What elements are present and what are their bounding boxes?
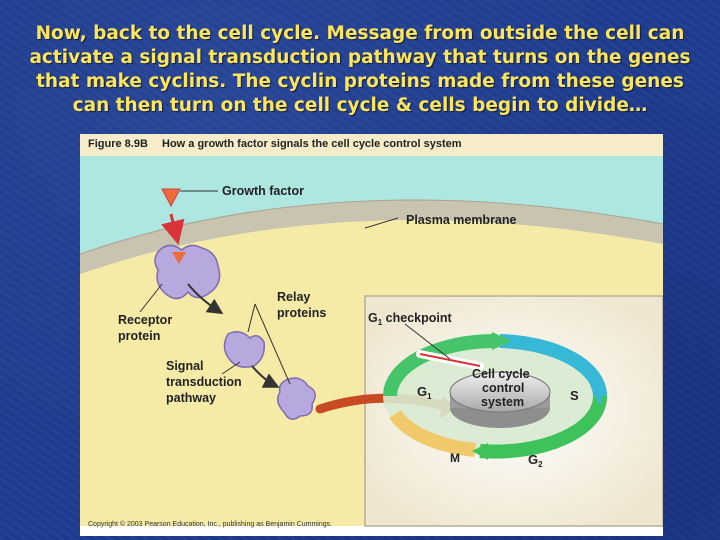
receptor-protein-label-2: protein — [118, 329, 160, 343]
relay-proteins-label-2: proteins — [277, 306, 326, 320]
binding-arrow — [161, 213, 185, 245]
receptor-protein-shape — [154, 244, 221, 300]
cell-diagram: Growth factor Plasma membrane Relay prot… — [80, 156, 663, 527]
relay-protein-1 — [223, 331, 266, 368]
control-system-disk — [449, 371, 551, 413]
g1-checkpoint-label: G1 checkpoint — [368, 311, 452, 327]
g2-phase-label: G2 — [528, 452, 543, 469]
relay-arrow-1 — [187, 283, 224, 315]
g1-phase-label: G1 — [417, 384, 432, 401]
figure-title: How a growth factor signals the cell cyc… — [162, 138, 462, 150]
control-system-label-3: system — [481, 395, 524, 409]
s-arc — [499, 334, 608, 397]
signal-transduction-label-1: Signal — [166, 359, 204, 373]
relay-arrow-2 — [251, 365, 280, 388]
plasma-membrane — [80, 200, 663, 274]
figure-header: Figure 8.9B How a growth factor signals … — [80, 134, 663, 156]
m-phase-label: M — [450, 451, 460, 465]
signal-transduction-label-2: transduction — [166, 375, 242, 389]
g2-arc — [479, 395, 608, 459]
control-system-label-2: control — [482, 381, 524, 395]
m-arc — [389, 409, 476, 457]
receptor-protein-label-1: Receptor — [118, 313, 172, 327]
copyright-notice: Copyright © 2003 Pearson Education, Inc.… — [88, 521, 333, 528]
growth-factor-shape — [161, 188, 181, 208]
relay-protein-2 — [277, 377, 316, 420]
signal-transduction-label-3: pathway — [166, 391, 216, 405]
plasma-membrane-label: Plasma membrane — [406, 213, 517, 227]
figure-panel: Figure 8.9B How a growth factor signals … — [80, 134, 663, 536]
control-system-label-1: Cell cycle — [472, 367, 530, 381]
slide-caption: Now, back to the cell cycle. Message fro… — [29, 23, 691, 116]
relay-proteins-label-1: Relay — [277, 290, 310, 304]
bound-growth-factor — [172, 252, 186, 264]
figure-number: Figure 8.9B — [88, 138, 148, 150]
s-phase-label: S — [570, 388, 579, 403]
growth-factor-label: Growth factor — [222, 184, 304, 198]
